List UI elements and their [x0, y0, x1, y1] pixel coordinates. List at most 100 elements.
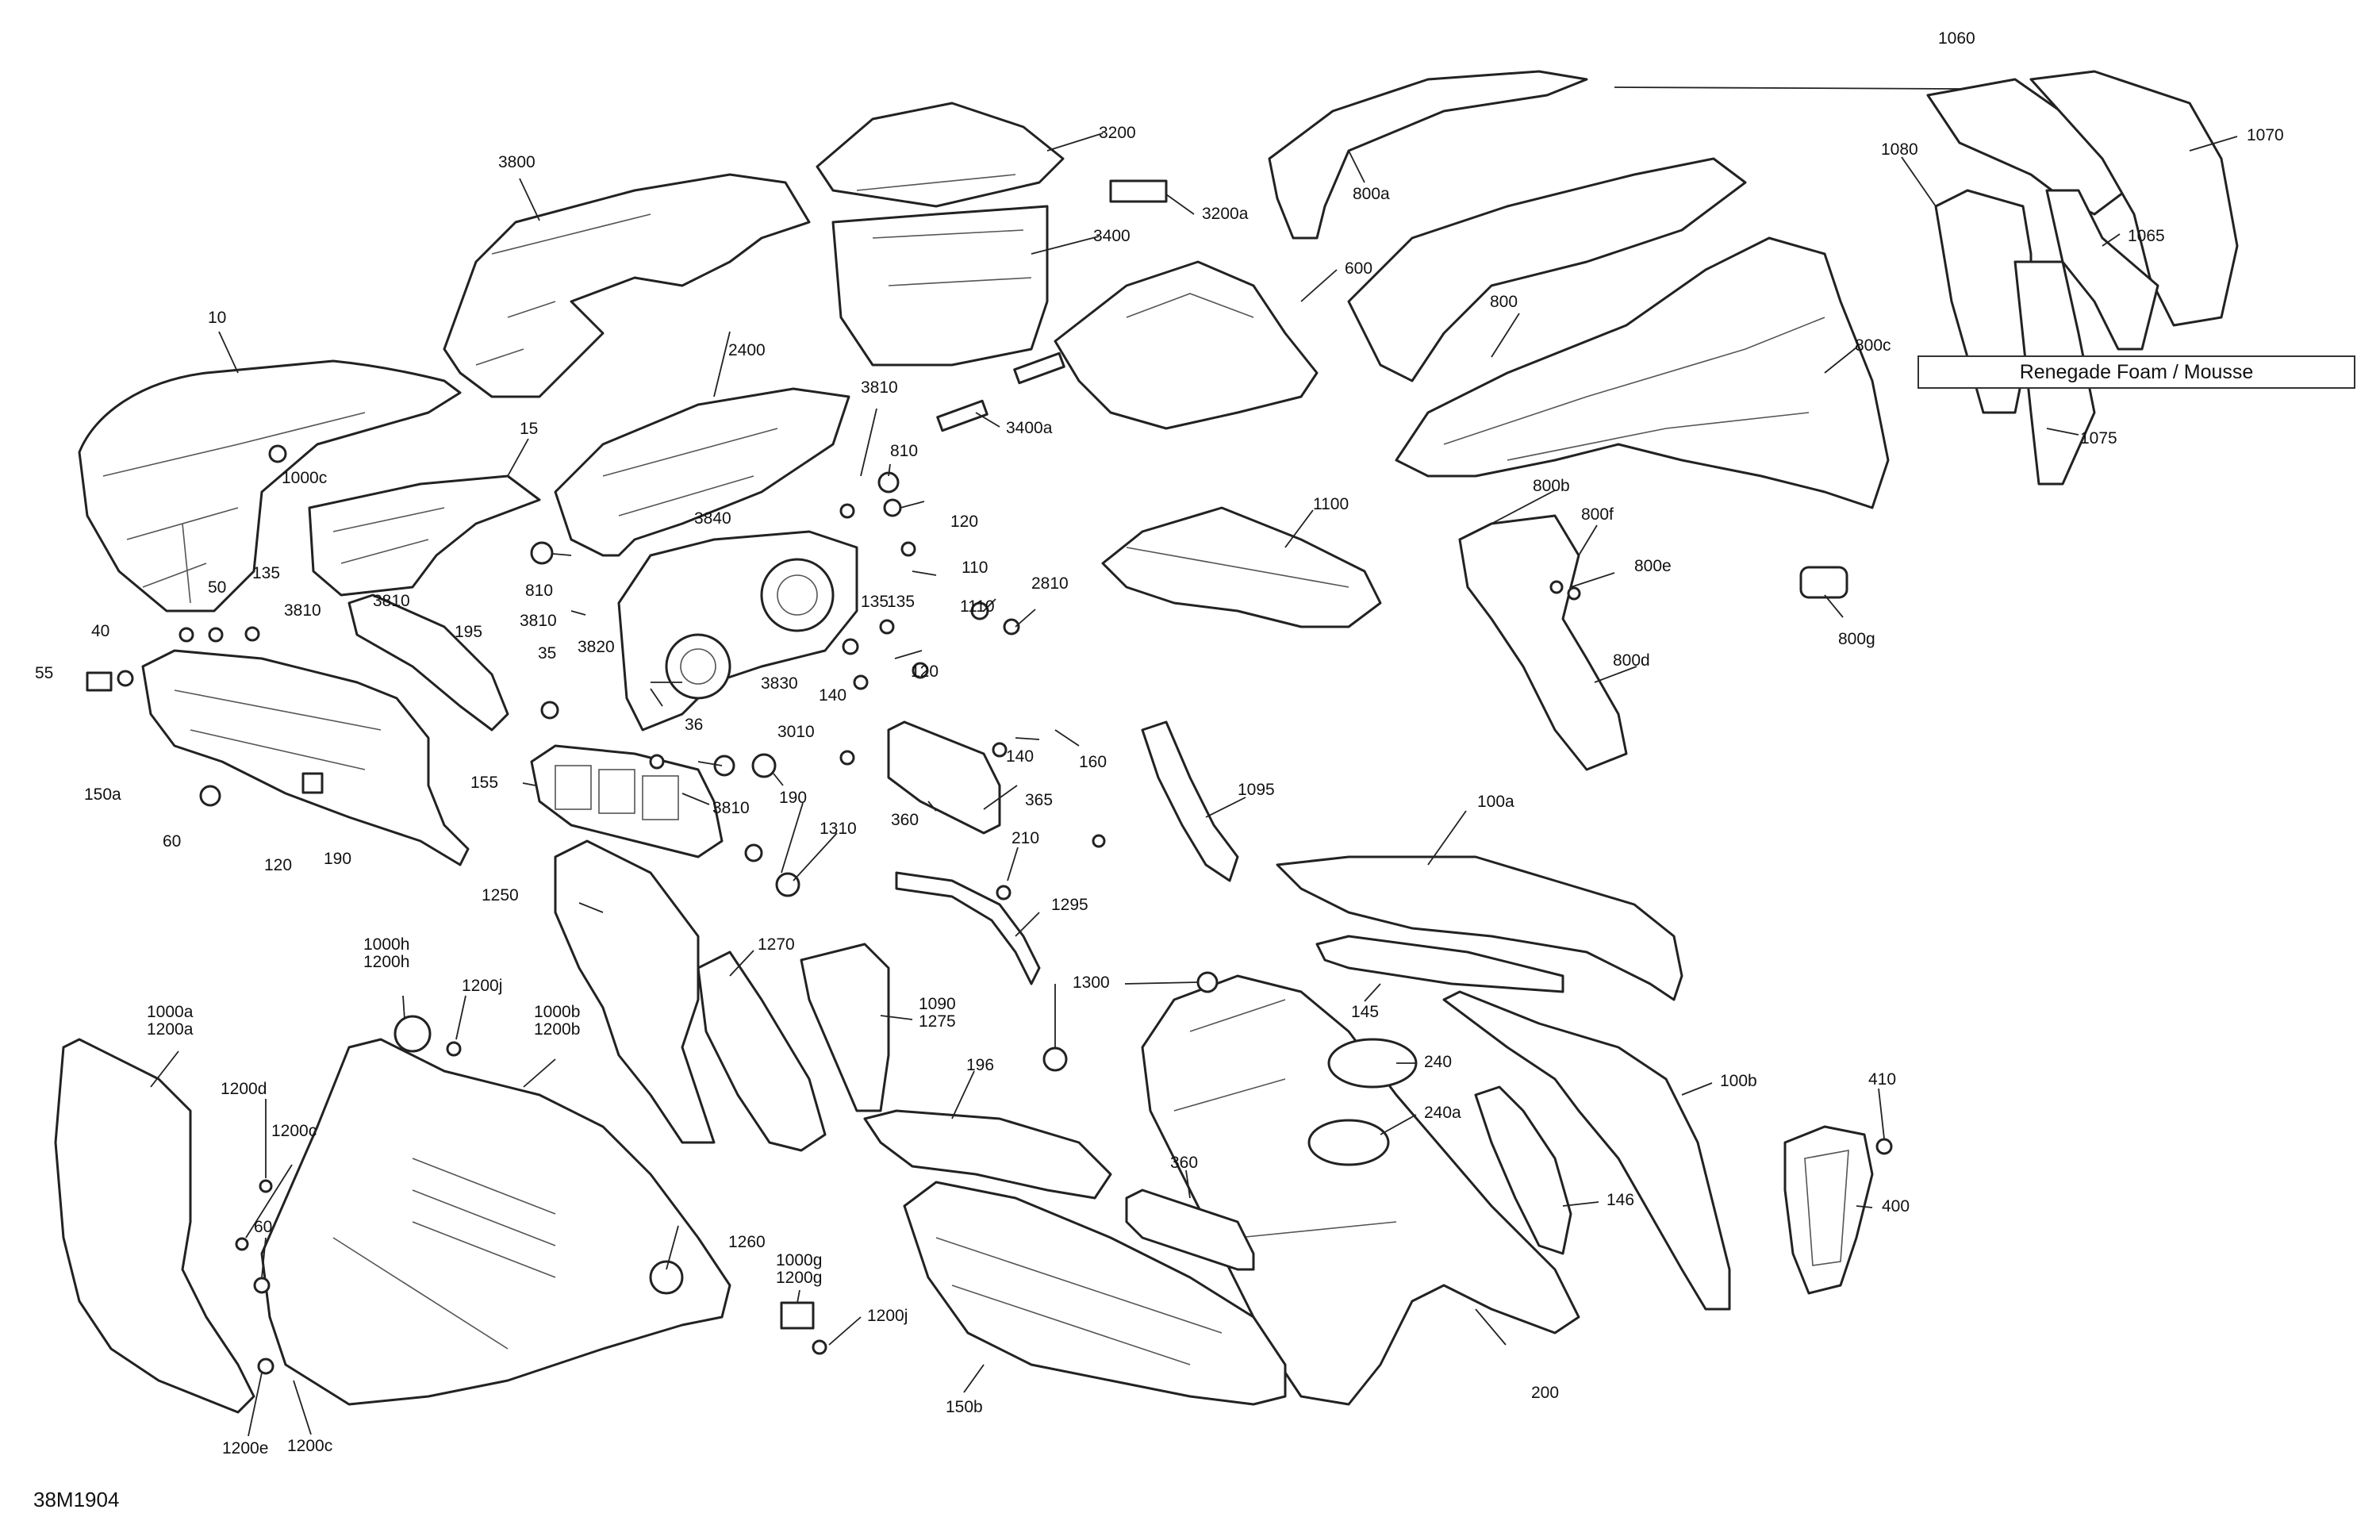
callout-label: 1270 [758, 935, 795, 954]
callout-label: 800a [1353, 185, 1390, 203]
part-2400-cowl [554, 387, 850, 557]
callout-label: 3810 [861, 378, 898, 397]
part-145-strip [1315, 935, 1564, 993]
callout-label: 400 [1882, 1197, 1910, 1215]
callout-label: 2400 [728, 341, 766, 359]
callout-label: 800e [1634, 557, 1672, 575]
callout-label: 1200c [287, 1437, 333, 1455]
callout-label: 800d [1613, 651, 1650, 670]
callout-label: 1310 [820, 820, 857, 838]
part-150a-side-panel [141, 649, 470, 866]
part-600-console [1054, 260, 1319, 430]
callout-label: 240 [1424, 1053, 1453, 1071]
part-146-trim [1474, 1085, 1572, 1255]
part-100b-lower-side [1442, 990, 1731, 1311]
callout-label: 110 [962, 559, 988, 577]
part-3200-latch [1109, 179, 1168, 203]
callout-label: 800g [1838, 630, 1875, 648]
callout-label: 360 [1170, 1154, 1199, 1172]
part-195-trim [347, 593, 509, 732]
callout-label: 150a [84, 785, 121, 804]
part-1090-foam [800, 943, 890, 1112]
fasteners [86, 444, 1893, 1375]
callout-label: 140 [819, 686, 847, 705]
callout-label: 810 [890, 442, 919, 460]
callout-label: 1200j [867, 1307, 908, 1325]
part-1095-seal-strip [1141, 720, 1239, 882]
part-1000a-side-cover [54, 1038, 255, 1414]
callout-label: 200 [1531, 1384, 1560, 1402]
callout-label: 410 [1868, 1070, 1897, 1089]
callout-label: 195 [455, 623, 483, 641]
callout-label: 800c [1855, 336, 1891, 355]
part-3400-storage-box [816, 102, 1065, 367]
callout-label: 120 [264, 856, 293, 874]
callout-label: 1060 [1938, 29, 1975, 48]
callout-label: 1070 [2247, 126, 2284, 144]
callout-label: 1200j [462, 977, 503, 995]
diagram-code: 38M1904 [33, 1488, 120, 1511]
callout-label: 3400a [1006, 419, 1053, 437]
callout-label: 1000g 1200g [776, 1251, 823, 1287]
part-3800-upper-bracket [443, 173, 811, 398]
callout-label: 135 [887, 593, 916, 611]
callout-label: 1075 [2080, 429, 2117, 447]
part-800-side-panel [1347, 157, 1747, 382]
callout-label: 145 [1351, 1003, 1380, 1021]
callout-label: 3810 [284, 601, 321, 620]
part-800a-upper-trim [1268, 70, 1588, 240]
part-15-front-panel [308, 474, 541, 597]
part-1270-foam [697, 950, 827, 1152]
callout-label: 1080 [1881, 140, 1918, 159]
callout-label: 2810 [1031, 574, 1069, 593]
callout-label: 155 [470, 774, 499, 792]
callout-label: 3800 [498, 153, 536, 171]
callout-label: 15 [520, 420, 539, 438]
part-150b-side-panel [903, 1181, 1287, 1406]
callout-label: 135 [861, 593, 889, 611]
callout-label: 50 [208, 578, 227, 597]
callout-label: 800 [1490, 293, 1518, 311]
callout-label: 135 [252, 564, 281, 582]
callout-label: 3200a [1202, 205, 1249, 223]
callout-label: 140 [1006, 747, 1035, 766]
callout-label: 810 [525, 582, 554, 600]
part-200-fuel-tank [1141, 974, 1580, 1406]
callout-label: 190 [324, 850, 352, 868]
callout-label: 146 [1606, 1191, 1635, 1209]
callout-label: 120 [911, 662, 939, 681]
callout-label: 100a [1477, 793, 1514, 811]
callout-label: 210 [1012, 829, 1040, 847]
callout-label: 196 [966, 1056, 995, 1074]
callout-label: 35 [538, 644, 557, 662]
part-196-trim [863, 1109, 1112, 1200]
part-1250-panel [554, 839, 716, 1144]
callout-label: 3810 [373, 592, 410, 610]
callout-label: 1095 [1238, 781, 1275, 799]
callout-label: 3810 [520, 612, 557, 630]
callout-label: 3200 [1099, 124, 1136, 142]
callout-label: 1000h 1200h [363, 935, 410, 971]
callout-label: 800b [1533, 477, 1570, 495]
part-360-plate-bottom [1125, 1189, 1255, 1271]
part-1070-foam [2029, 70, 2239, 327]
callout-label: 10 [208, 309, 227, 327]
callout-label: 365 [1025, 791, 1054, 809]
callout-label: 600 [1345, 259, 1373, 278]
part-100a-upper-side [1276, 855, 1683, 1001]
part-1295-hose [895, 871, 1041, 985]
part-10-front-nose [78, 359, 462, 613]
callout-label: 3400 [1093, 227, 1130, 245]
callout-label: 1000a 1200a [147, 1003, 194, 1039]
part-155-grille [530, 744, 724, 858]
callout-label: 1260 [728, 1233, 766, 1251]
part-800d-side-trim [1458, 514, 1628, 771]
part-1065-foam [2045, 189, 2159, 351]
callout-label: 1065 [2128, 227, 2165, 245]
part-800g-cap [1799, 566, 1848, 599]
callout-label: 160 [1079, 753, 1107, 771]
callout-label: 36 [685, 716, 704, 734]
callout-label: 3840 [694, 509, 731, 528]
part-400-handle [1783, 1125, 1874, 1295]
